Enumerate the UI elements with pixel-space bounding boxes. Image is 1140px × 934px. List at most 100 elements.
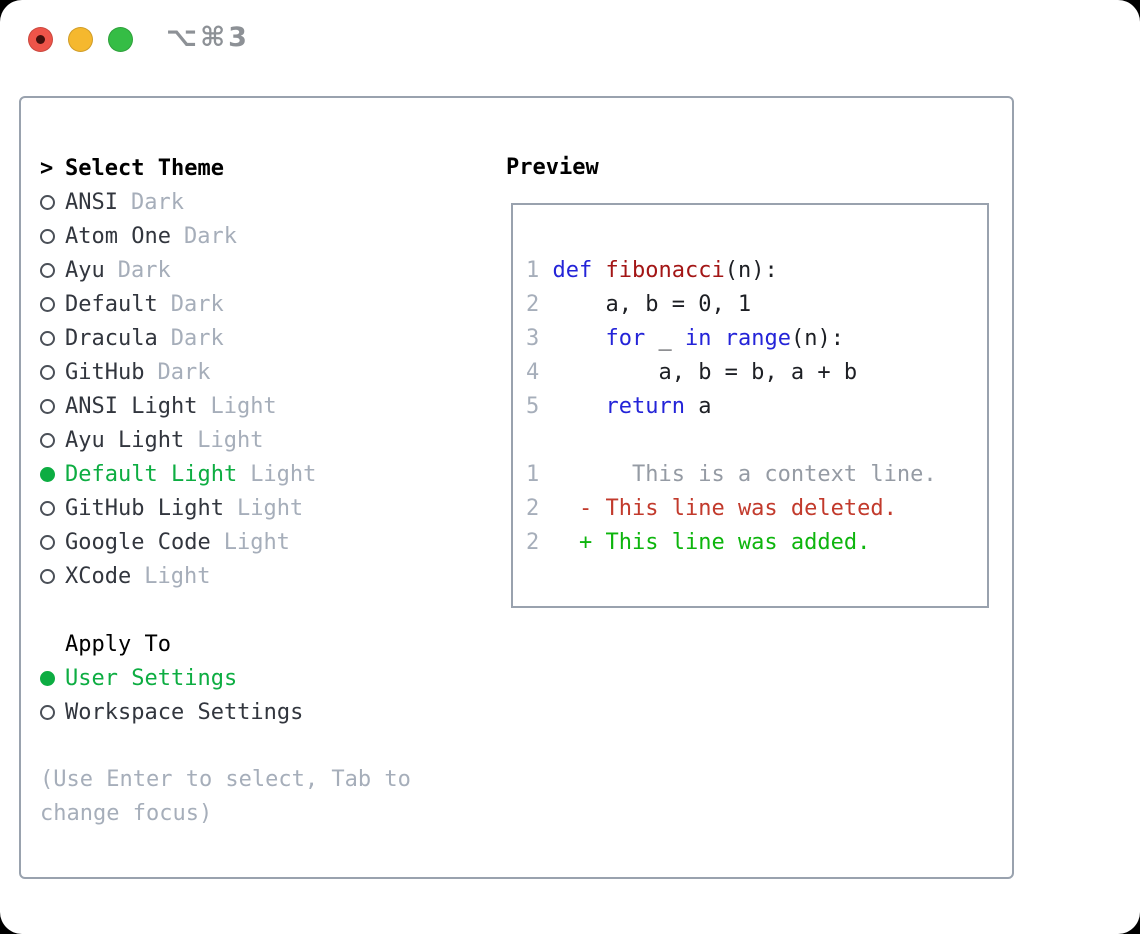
theme-option-google-code[interactable]: Google Code Light bbox=[40, 525, 480, 559]
code-segment bbox=[553, 496, 580, 521]
marker-column bbox=[40, 568, 65, 584]
minimize-button[interactable] bbox=[68, 27, 93, 52]
option-label: Dracula bbox=[65, 325, 158, 351]
marker-column bbox=[40, 466, 65, 482]
apply-to-header: Apply To bbox=[40, 627, 480, 661]
radio-selected-icon bbox=[40, 670, 55, 686]
theme-variant-tag: Light bbox=[210, 393, 277, 419]
code-segment bbox=[553, 394, 606, 419]
code-segment bbox=[592, 258, 605, 283]
diff-added-line: 2 + This line was added. bbox=[526, 526, 987, 560]
apply-to-title: Apply To bbox=[65, 631, 171, 657]
theme-option-default[interactable]: Default Dark bbox=[40, 287, 480, 321]
code-segment bbox=[711, 326, 724, 351]
blank-line bbox=[526, 424, 987, 458]
radio-icon bbox=[40, 704, 55, 720]
code-segment-kw: range bbox=[724, 326, 791, 351]
marker-column bbox=[40, 194, 65, 210]
option-label: Workspace Settings bbox=[65, 699, 304, 725]
theme-option-ayu[interactable]: Ayu Dark bbox=[40, 253, 480, 287]
option-label: Google Code bbox=[65, 529, 211, 555]
line-number: 1 bbox=[526, 462, 540, 487]
spacer-row bbox=[40, 593, 480, 627]
line-number: 1 bbox=[526, 258, 540, 283]
radio-icon bbox=[40, 534, 55, 550]
code-line: 4 a, b = b, a + b bbox=[526, 356, 987, 390]
radio-icon bbox=[40, 500, 55, 516]
code-segment-ctx: This is a context line. bbox=[552, 462, 937, 487]
option-label: Ayu bbox=[65, 257, 105, 283]
code-segment: (n): bbox=[724, 258, 778, 283]
theme-variant-tag: Light bbox=[223, 529, 290, 555]
marker-column bbox=[40, 364, 65, 380]
marker-column bbox=[40, 398, 65, 414]
code-segment-kw: def bbox=[552, 258, 593, 283]
option-label: GitHub bbox=[65, 359, 145, 385]
radio-icon bbox=[40, 262, 55, 278]
apply-option-user-settings[interactable]: User Settings bbox=[40, 661, 480, 695]
code-segment-add: + This line was added. bbox=[579, 530, 871, 555]
theme-variant-tag: Dark bbox=[157, 359, 211, 385]
line-number: 2 bbox=[526, 530, 540, 555]
titlebar: ⌥⌘3 bbox=[0, 0, 1140, 78]
marker-column bbox=[40, 296, 65, 312]
theme-variant-tag: Dark bbox=[170, 291, 224, 317]
marker-column bbox=[40, 500, 65, 516]
marker-column bbox=[40, 704, 65, 720]
theme-option-ayu-light[interactable]: Ayu Light Light bbox=[40, 423, 480, 457]
option-label: Atom One bbox=[65, 223, 171, 249]
radio-icon bbox=[40, 228, 55, 244]
theme-variant-tag: Light bbox=[144, 563, 211, 589]
code-segment: (n): bbox=[790, 326, 844, 351]
radio-icon bbox=[40, 194, 55, 210]
code-segment-fn: fibonacci bbox=[605, 258, 725, 283]
apply-option-workspace-settings[interactable]: Workspace Settings bbox=[40, 695, 480, 729]
code-line: 5 return a bbox=[526, 390, 987, 424]
code-segment bbox=[553, 326, 606, 351]
zoom-button[interactable] bbox=[108, 27, 133, 52]
line-number: 2 bbox=[526, 496, 540, 521]
radio-icon bbox=[40, 432, 55, 448]
theme-option-atom-one[interactable]: Atom One Dark bbox=[40, 219, 480, 253]
option-label: User Settings bbox=[65, 665, 238, 691]
close-button[interactable] bbox=[28, 27, 53, 52]
radio-icon bbox=[40, 330, 55, 346]
radio-icon bbox=[40, 296, 55, 312]
option-label: XCode bbox=[65, 563, 132, 589]
option-label: Default Light bbox=[65, 461, 238, 487]
code-segment-del: - This line was deleted. bbox=[579, 496, 897, 521]
theme-variant-tag: Dark bbox=[183, 223, 237, 249]
line-number: 5 bbox=[526, 394, 540, 419]
code-segment-kw: in bbox=[684, 326, 712, 351]
code-segment: a, b = b, a + b bbox=[552, 360, 858, 385]
theme-option-xcode[interactable]: XCode Light bbox=[40, 559, 480, 593]
code-line: 2 a, b = 0, 1 bbox=[526, 288, 987, 322]
help-hint: (Use Enter to select, Tab to change focu… bbox=[40, 767, 411, 826]
theme-variant-tag: Light bbox=[197, 427, 264, 453]
option-label: ANSI bbox=[65, 189, 118, 215]
cursor-indicator: > bbox=[40, 155, 54, 181]
preview-title: Preview bbox=[506, 155, 599, 180]
theme-variant-tag: Light bbox=[236, 495, 304, 521]
marker-column bbox=[40, 228, 65, 244]
code-segment: a, b = 0, 1 bbox=[552, 292, 752, 317]
marker-column bbox=[40, 670, 65, 686]
theme-variant-tag: Dark bbox=[117, 257, 171, 283]
code-segment: a bbox=[684, 394, 712, 419]
theme-option-github[interactable]: GitHub Dark bbox=[40, 355, 480, 389]
option-label: Default bbox=[65, 291, 158, 317]
option-label: GitHub Light bbox=[65, 495, 224, 521]
diff-deleted-line: 2 - This line was deleted. bbox=[526, 492, 987, 526]
option-label: Ayu Light bbox=[65, 427, 185, 453]
marker-column bbox=[40, 432, 65, 448]
theme-option-github-light[interactable]: GitHub Light Light bbox=[40, 491, 480, 525]
radio-icon bbox=[40, 568, 55, 584]
